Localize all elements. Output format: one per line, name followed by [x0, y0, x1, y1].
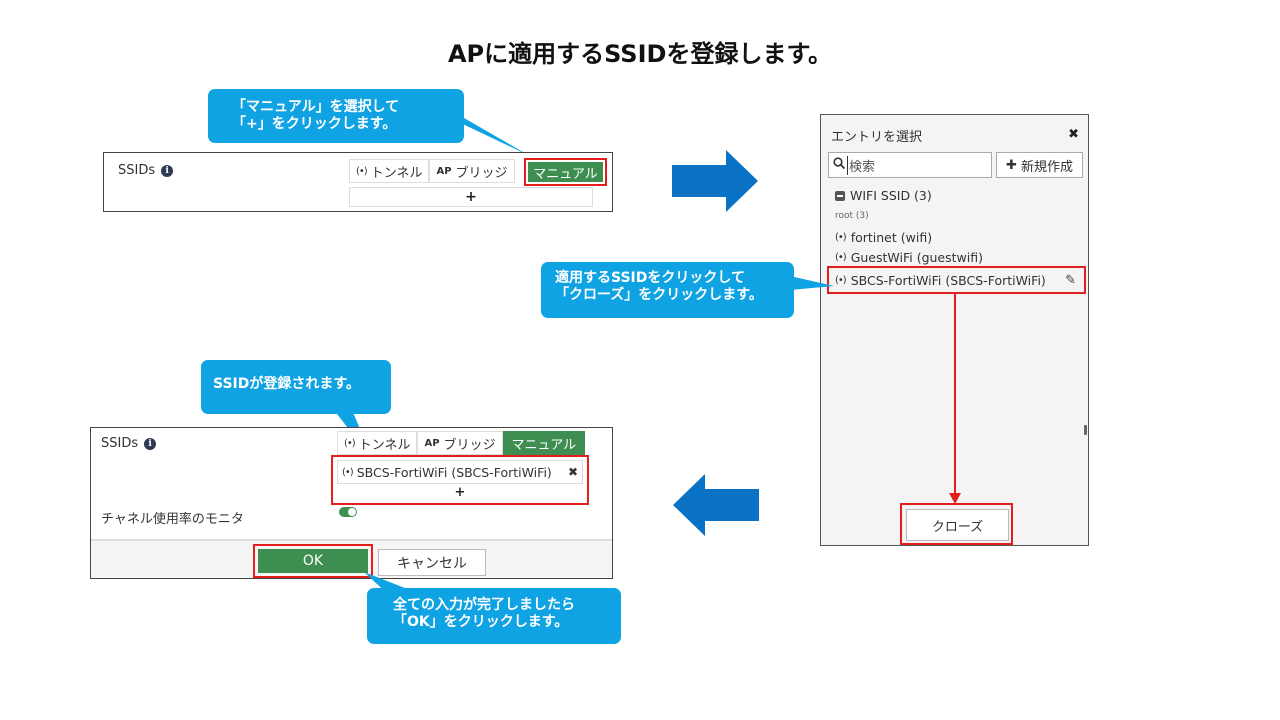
callout-ssid-click-line1: 適用するSSIDをクリックして	[555, 270, 745, 286]
page-title: APに適用するSSIDを登録します。	[447, 40, 833, 68]
tunnel-label: トンネル	[370, 165, 423, 181]
callout-ok-line2: 「OK」をクリックします。	[393, 614, 569, 630]
arrow-left	[673, 474, 759, 536]
edit-icon[interactable]: ✎	[1065, 272, 1076, 288]
new-create-button[interactable]: ✚ 新規作成	[996, 152, 1083, 178]
callout-registered-line1: SSIDが登録されます。	[213, 376, 360, 392]
plus-icon: ✚	[1006, 157, 1017, 173]
wifi-icon: (•)	[835, 252, 847, 263]
search-placeholder: 検索	[847, 155, 875, 175]
close-button-highlight: クローズ	[900, 503, 1013, 545]
new-create-label: 新規作成	[1020, 159, 1073, 175]
add-ssid-button[interactable]: +	[349, 187, 593, 207]
manual-option[interactable]: マニュアル	[528, 162, 603, 182]
group-label: WIFI SSID (3)	[850, 188, 932, 203]
subgroup-label: root (3)	[835, 211, 869, 221]
list-item-guestwifi[interactable]: (•) GuestWiFi (guestwifi)	[835, 250, 983, 265]
list-item-sbcs-fortiwifi[interactable]: (•) SBCS-FortiWiFi (SBCS-FortiWiFi) ✎	[827, 266, 1086, 294]
group-wifi-ssid[interactable]: WIFI SSID (3)	[835, 188, 932, 203]
channel-monitor-toggle[interactable]	[339, 507, 357, 517]
tunnel-label: トンネル	[358, 437, 411, 453]
selected-ssid-highlight: (•) SBCS-FortiWiFi (SBCS-FortiWiFi) ✖ +	[331, 455, 589, 505]
wifi-icon: (•)	[835, 232, 847, 243]
ssids-label-text: SSIDs	[101, 436, 139, 451]
callout-ssid-click-line2: 「クローズ」をクリックします。	[555, 287, 763, 303]
selected-ssid-label: SBCS-FortiWiFi (SBCS-FortiWiFi)	[356, 464, 552, 480]
remove-icon[interactable]: ✖	[567, 465, 578, 479]
bridge-label: ブリッジ	[443, 437, 496, 453]
add-ssid-button[interactable]: +	[454, 485, 466, 500]
arrow-right	[672, 150, 758, 212]
wifi-icon: (•)	[835, 274, 847, 286]
list-item-fortinet[interactable]: (•) fortinet (wifi)	[835, 230, 932, 245]
ap-icon: AP	[436, 165, 452, 177]
bridge-label: ブリッジ	[455, 165, 508, 181]
wifi-icon: (•)	[342, 466, 354, 478]
entry-panel-title: エントリを選択	[831, 130, 923, 145]
ap-icon: AP	[424, 437, 440, 449]
callout-ok-line1: 全ての入力が完了しましたら	[393, 597, 575, 613]
callout-ok: 全ての入力が完了しましたら 「OK」をクリックします。	[367, 588, 621, 644]
selected-ssid-item[interactable]: (•) SBCS-FortiWiFi (SBCS-FortiWiFi) ✖	[337, 460, 583, 484]
info-icon[interactable]: i	[161, 165, 174, 177]
collapse-icon	[835, 190, 845, 201]
list-item-label: fortinet (wifi)	[850, 230, 933, 245]
callout-manual: 「マニュアル」を選択して 「+」をクリックします。	[208, 89, 464, 143]
scrollbar-thumb[interactable]	[1084, 425, 1087, 435]
list-item-content: (•) SBCS-FortiWiFi (SBCS-FortiWiFi)	[835, 273, 1046, 288]
selected-ssid-content: (•) SBCS-FortiWiFi (SBCS-FortiWiFi)	[342, 465, 552, 480]
callout-ssid-click: 適用するSSIDをクリックして 「クローズ」をクリックします。	[541, 262, 794, 318]
list-item-label: GuestWiFi (guestwifi)	[850, 250, 983, 265]
channel-monitor-label: チャネル使用率のモニタ	[101, 512, 244, 527]
search-input[interactable]: 検索	[828, 152, 992, 178]
info-icon[interactable]: i	[144, 438, 157, 450]
manual-option[interactable]: マニュアル	[502, 431, 586, 455]
connector-arrow	[949, 293, 961, 504]
callout-registered: SSIDが登録されます。	[201, 360, 391, 414]
list-item-label: SBCS-FortiWiFi (SBCS-FortiWiFi)	[850, 272, 1046, 288]
close-button[interactable]: クローズ	[906, 509, 1009, 541]
callout-manual-line1: 「マニュアル」を選択して	[232, 99, 400, 115]
ok-button-highlight: OK	[253, 544, 373, 578]
manual-highlight: マニュアル	[524, 158, 607, 186]
tunnel-option[interactable]: (•)トンネル	[349, 159, 430, 183]
wifi-icon: (•)	[356, 165, 368, 177]
ssids-label-text: SSIDs	[118, 163, 156, 178]
search-icon	[833, 157, 846, 173]
tunnel-option[interactable]: (•)トンネル	[337, 431, 418, 455]
close-x-icon[interactable]: ✖	[1068, 127, 1079, 142]
cancel-button[interactable]: キャンセル	[378, 549, 486, 576]
callout-manual-line2: 「+」をクリックします。	[232, 116, 397, 132]
wifi-icon: (•)	[344, 437, 356, 449]
ok-button[interactable]: OK	[258, 549, 368, 573]
